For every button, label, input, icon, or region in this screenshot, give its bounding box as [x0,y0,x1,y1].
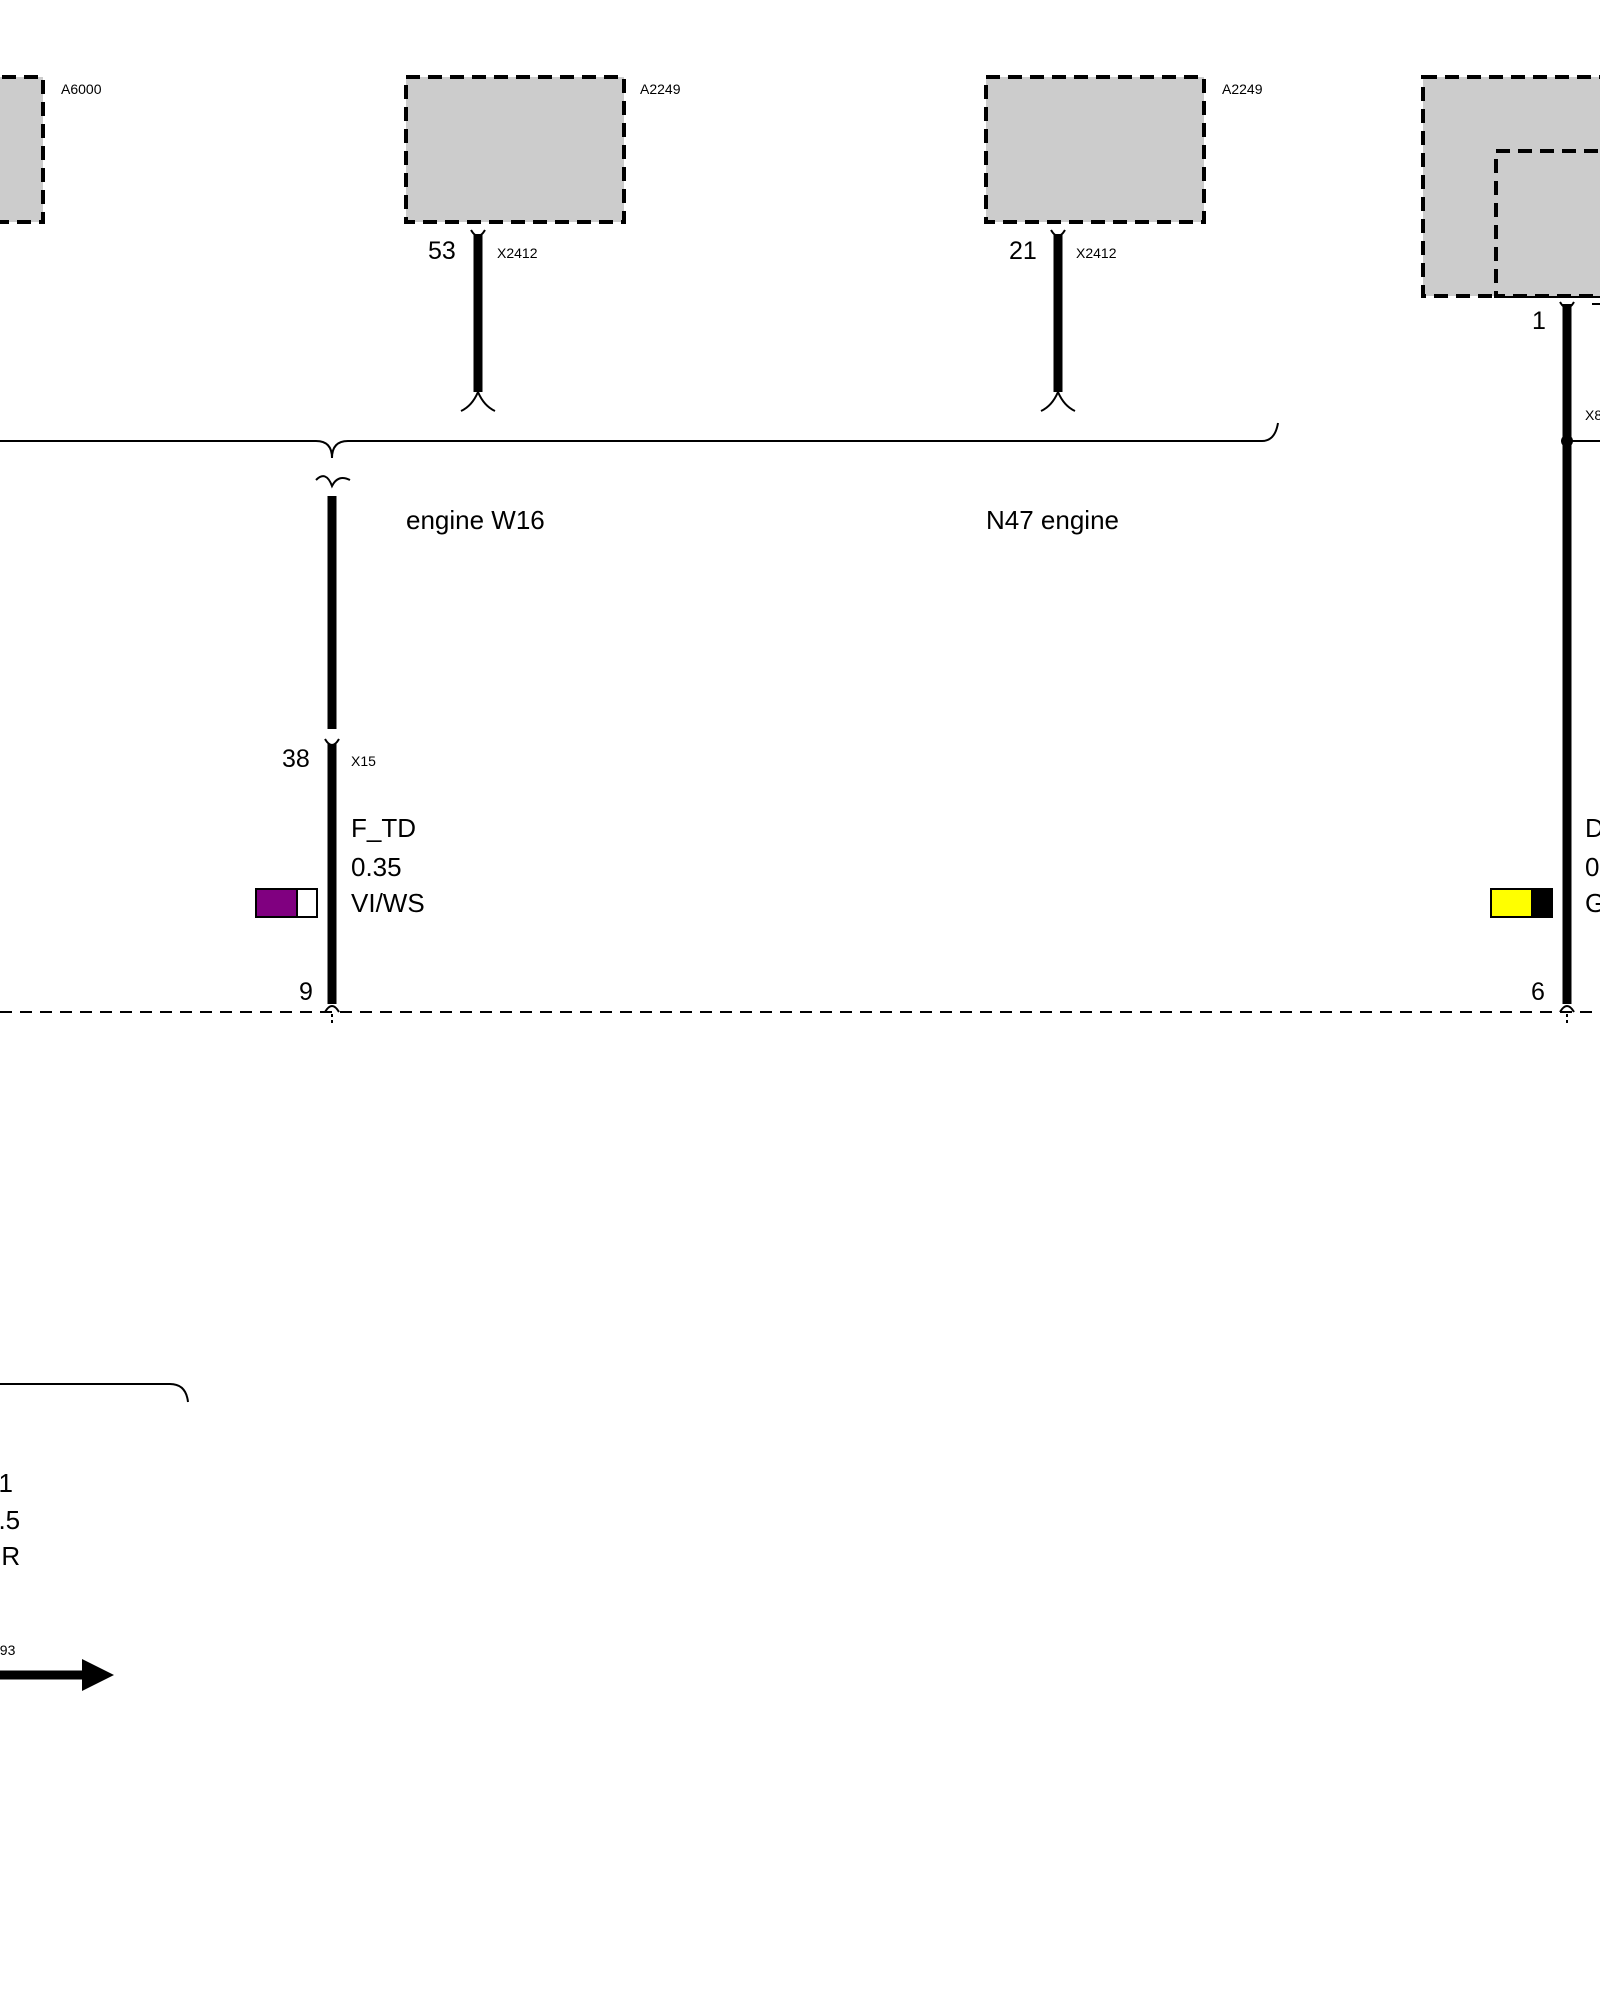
component-right-module: 1 X8 [1421,75,1600,1004]
connector-label: X15 [351,753,376,769]
variant-label-n47-engine: N47 engine [986,505,1119,535]
continuation-arrow-head [82,1659,114,1691]
variant-brace-bottom [0,1383,189,1403]
pin-number: 53 [428,237,456,265]
pin-number: 21 [1009,237,1037,265]
component-a2249-right-label: A2249 [1222,81,1263,97]
wire-signal-label: D [1585,813,1600,843]
component-a2249-left-box [404,75,626,224]
connector-label: X2412 [497,245,538,261]
wire-gauge-label: 0 [1585,852,1599,882]
wire-color-swatch [255,888,318,918]
wire-right-labels: D 0 G 6 [1490,813,1600,1024]
wire-color-swatch-secondary [296,888,318,918]
bottom-wire-gauge-label: 0.5 [0,1505,20,1535]
component-right-module-inner-box [1494,149,1600,298]
wire-color-swatch-secondary [1531,888,1553,918]
component-a6000: A6000 [0,75,102,224]
wire-break-icon [315,475,351,489]
component-a2249-left-label: A2249 [640,81,681,97]
pin-number: 1 [1532,307,1546,335]
component-a2249-right: A2249 21 X2412 [984,75,1263,412]
pin-plug-icon [1559,1005,1575,1013]
pin-number-bottom: 9 [299,978,313,1006]
wire-gauge-label: 0.35 [351,852,402,882]
connector-label: X2412 [1076,245,1117,261]
wire-break-icon [460,389,496,412]
variant-label-engine-w16: engine W16 [406,505,545,535]
variant-brace [0,422,1279,459]
wire-color-swatch-primary [1490,888,1533,918]
wire-color-code-label: VI/WS [351,888,425,918]
wire-color-code-label: G [1585,888,1600,918]
pin-number-top: 38 [282,745,310,773]
wire-break-icon [1040,389,1076,412]
wire-signal-label: F_TD [351,813,416,843]
bottom-wire-pin-label: 31 [0,1468,13,1498]
pin-number-bottom: 6 [1531,978,1545,1006]
pin-plug-icon [324,1005,340,1013]
component-a2249-right-box [984,75,1206,224]
bottom-wire-color-label: BR [0,1541,20,1571]
arrow-reference-label: 593 [0,1642,16,1658]
component-a2249-left: A2249 53 X2412 [404,75,681,412]
wire-color-swatch-primary [255,888,298,918]
wire-color-swatch [1490,888,1553,918]
wire-left: 38 X15 F_TD 0.35 VI/WS 9 [255,475,425,1024]
component-a6000-label: A6000 [61,81,102,97]
component-a6000-box [0,75,45,224]
continuation-arrow-icon [0,1659,114,1691]
connector-label: X8 [1585,407,1600,423]
